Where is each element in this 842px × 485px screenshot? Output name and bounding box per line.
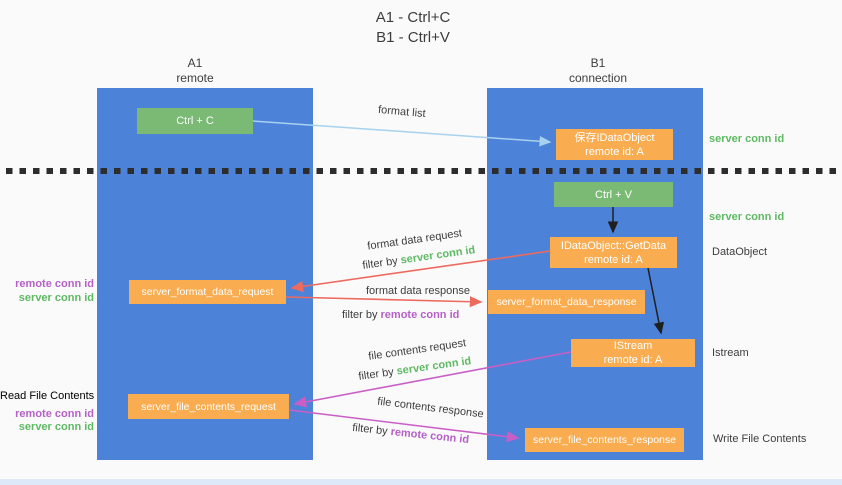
server-conn-id-annotation-top: server conn id [709,133,785,145]
remote-conn-id-annotation: remote conn id [15,407,94,420]
server-file-contents-response-node: server_file_contents_response [525,428,684,452]
read-file-contents-annotation: Read File Contents [0,390,95,402]
idataobject-getdata-node: IDataObject::GetData remote id: A [550,237,677,268]
diagram-title: A1 - Ctrl+C B1 - Ctrl+V [328,8,498,48]
column-b1-id: B1 [590,56,606,70]
remote-conn-id-text: remote conn id [389,425,470,447]
idataobject-getdata-line2: remote id: A [584,253,643,266]
save-idataobject-node: 保存IDataObject remote id: A [556,129,673,160]
remote-conn-id-annotation: remote conn id [15,278,94,290]
bottom-edge-strip [0,479,842,485]
column-a1-name: remote [176,71,214,85]
read-file-contents-group: Read File Contents remote conn id server… [0,390,94,435]
write-file-contents-annotation: Write File Contents [713,433,807,445]
save-idataobject-line1: 保存IDataObject [574,131,655,144]
filter-by-text: filter by [342,309,381,321]
filter-by-text: filter by [361,254,402,272]
format-request-conn-ids: remote conn id server conn id [0,278,94,305]
istream-node: IStream remote id: A [571,339,695,367]
dataobject-annotation: DataObject [712,246,768,258]
idataobject-getdata-line1: IDataObject::GetData [560,239,667,252]
column-a1-id: A1 [187,56,203,70]
column-header-b1: B1 connection [548,56,648,86]
istream-line1: IStream [613,340,653,352]
server-conn-id-annotation: server conn id [18,421,94,433]
format-response-filter-label: filter by remote conn id [342,309,459,321]
format-data-response-label: format data response [366,285,470,297]
save-idataobject-line2: remote id: A [585,145,644,158]
server-file-contents-request-label: server_file_contents_request [141,400,276,413]
filter-by-text: filter by [351,421,392,438]
istream-line2: remote id: A [603,354,663,366]
title-line-ctrl-v: B1 - Ctrl+V [376,29,450,46]
server-format-data-request-node: server_format_data_request [129,280,286,304]
server-format-data-request-label: server_format_data_request [141,286,274,298]
file-contents-response-label: file contents response [376,395,485,421]
server-conn-id-annotation-mid: server conn id [709,211,785,223]
title-line-ctrl-c: A1 - Ctrl+C [375,9,451,26]
format-list-label: format list [377,103,427,121]
server-conn-id-text: server conn id [399,244,477,267]
ctrl-c-node: Ctrl + C [137,108,253,134]
ctrl-c-label: Ctrl + C [176,115,214,127]
ctrl-v-node: Ctrl + V [554,182,673,207]
server-file-contents-request-node: server_file_contents_request [128,394,289,419]
file-response-filter-label: filter by remote conn id [352,422,470,446]
column-b1-name: connection [568,71,628,85]
server-conn-id-text: server conn id [395,355,473,378]
server-format-data-response-node: server_format_data_response [488,290,645,314]
column-header-a1: A1 remote [145,56,245,86]
format-data-response-arrow [285,296,483,308]
server-file-contents-response-label: server_file_contents_response [532,434,676,446]
server-conn-id-annotation: server conn id [18,291,94,304]
istream-annotation: Istream [712,347,749,359]
server-format-data-response-label: server_format_data_response [496,296,637,308]
ctrl-v-label: Ctrl + V [595,188,632,201]
remote-conn-id-text: remote conn id [380,309,460,321]
filter-by-text: filter by [357,365,398,383]
